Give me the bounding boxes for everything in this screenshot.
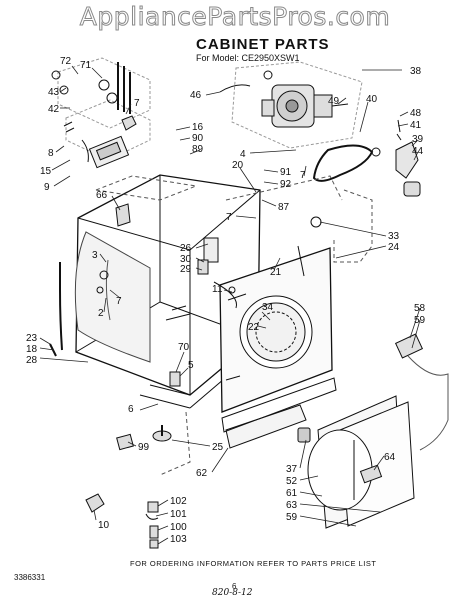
callout-4: 4 (240, 149, 246, 160)
model-number: For Model: CE2950XSW1 (196, 53, 300, 63)
leader-lines (39, 65, 421, 545)
callout-103: 103 (170, 534, 187, 545)
callout-87: 87 (278, 202, 290, 213)
callout-2: 2 (98, 308, 104, 319)
callout-29: 29 (180, 264, 192, 275)
callout-71: 71 (80, 60, 92, 71)
callout-30: 30 (180, 254, 192, 265)
callout-90: 90 (192, 133, 204, 144)
callout-7-cabinet: 7 (226, 212, 232, 223)
callout-42: 42 (48, 104, 60, 115)
callout-23: 23 (26, 333, 38, 344)
callout-11: 11 (212, 284, 223, 295)
callout-101: 101 (170, 509, 187, 520)
callout-89: 89 (192, 144, 204, 155)
callout-40: 40 (366, 94, 378, 105)
callout-49: 49 (328, 96, 340, 107)
callout-18: 18 (26, 344, 38, 355)
callout-62: 62 (196, 468, 208, 479)
callout-91: 91 (280, 167, 292, 178)
front-panel (219, 216, 333, 413)
callout-34: 34 (262, 302, 274, 313)
group-boundaries (95, 175, 373, 476)
callout-48: 48 (410, 108, 422, 119)
callout-7-side: 7 (116, 296, 122, 307)
callout-92: 92 (280, 179, 292, 190)
callout-44: 44 (412, 146, 424, 157)
callout-38: 38 (410, 66, 422, 77)
page-number: 6 (232, 582, 237, 591)
callout-28: 28 (26, 355, 38, 366)
callout-21: 21 (270, 267, 282, 278)
callout-3: 3 (92, 250, 98, 261)
door-assembly (297, 395, 415, 529)
callout-6: 6 (128, 404, 134, 415)
callout-8: 8 (48, 148, 54, 159)
callout-22: 22 (248, 322, 260, 333)
callout-33: 33 (388, 231, 400, 242)
callout-61: 61 (286, 488, 298, 499)
callout-58: 58 (414, 303, 426, 314)
callout-70: 70 (178, 342, 190, 353)
callout-16: 16 (192, 122, 204, 133)
control-bracket (51, 57, 151, 169)
callout-99: 99 (138, 442, 150, 453)
motor-assembly (219, 61, 363, 149)
callout-26: 26 (180, 243, 192, 254)
callout-102: 102 (170, 496, 187, 507)
callout-72: 72 (60, 56, 72, 67)
callout-100: 100 (170, 522, 187, 533)
callout-7-belt: 7 (300, 170, 306, 181)
callout-66: 66 (96, 190, 108, 201)
diagram-title: CABINET PARTS (196, 36, 330, 53)
callout-25: 25 (212, 442, 224, 453)
callout-39: 39 (412, 134, 424, 145)
callout-24: 24 (388, 242, 400, 253)
callout-52: 52 (286, 476, 298, 487)
callout-37: 37 (286, 464, 298, 475)
callout-59: 59 (414, 315, 426, 326)
callout-numbers: 72 71 43 42 8 7 15 9 16 90 89 46 38 49 4… (26, 56, 426, 545)
callout-59-door: 59 (286, 512, 298, 523)
callout-63: 63 (286, 500, 298, 511)
door-switch (394, 333, 449, 451)
callout-10: 10 (98, 520, 110, 531)
callout-41: 41 (410, 120, 422, 131)
handwritten-note: 820-8-12 (212, 588, 253, 598)
callout-64: 64 (384, 452, 396, 463)
drive-belt (312, 119, 421, 197)
callout-20: 20 (232, 160, 244, 171)
callout-9: 9 (44, 182, 50, 193)
callout-15: 15 (40, 166, 52, 177)
callout-7: 7 (134, 98, 140, 109)
callout-46: 46 (190, 90, 202, 101)
callout-43: 43 (48, 87, 60, 98)
toe-panel (221, 377, 337, 449)
document-number: 3386331 (14, 573, 46, 582)
callout-5: 5 (188, 360, 194, 371)
watermark: AppliancePartsPros.com (79, 2, 391, 32)
ordering-note: FOR ORDERING INFORMATION REFER TO PARTS … (130, 559, 377, 568)
